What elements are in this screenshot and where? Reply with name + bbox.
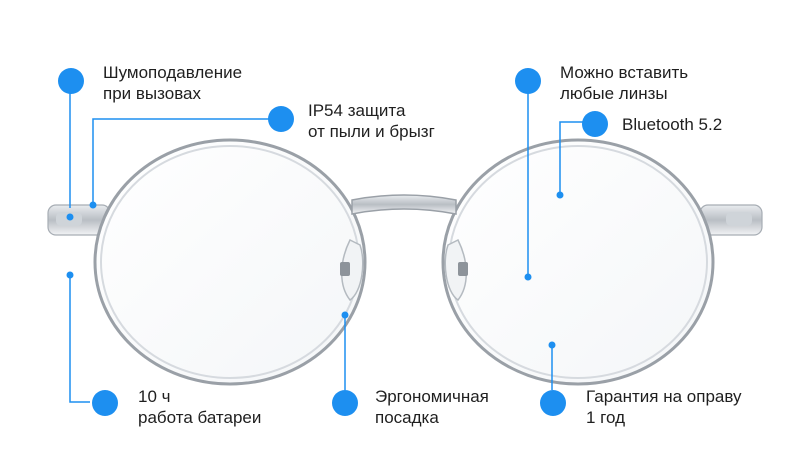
left-lens: [93, 138, 367, 386]
bridge: [351, 194, 457, 215]
feature-line: Шумоподавление: [103, 63, 243, 82]
right-temple: [699, 204, 763, 236]
feature-line: посадка: [375, 408, 439, 427]
lenses-marker: [515, 68, 541, 94]
feature-line: при вызовах: [103, 84, 201, 103]
feature-line: IP54 защита: [308, 101, 406, 120]
feature-line: Можно вставить: [560, 63, 689, 82]
warranty-marker: [540, 390, 566, 416]
feature-line: работа батареи: [138, 408, 262, 427]
ip54-marker: [268, 106, 294, 132]
feature-line: Эргономичная: [375, 387, 489, 406]
connector-lines: [69, 92, 585, 403]
right-lens: [441, 138, 715, 386]
feature-line: от пыли и брызг: [308, 122, 435, 141]
feature-warranty: Гарантия на оправу 1 год: [586, 386, 742, 428]
feature-bluetooth: Bluetooth 5.2: [622, 114, 722, 135]
nose-pads: [340, 238, 468, 302]
feature-battery: 10 ч работа батареи: [138, 386, 261, 428]
feature-line: 10 ч: [138, 387, 171, 406]
feature-noise-cancel: Шумоподавление при вызовах: [103, 62, 242, 104]
feature-line: любые линзы: [560, 84, 668, 103]
battery-marker: [92, 390, 118, 416]
feature-line: Bluetooth 5.2: [622, 115, 723, 134]
feature-ip54: IP54 защита от пыли и брызг: [308, 100, 435, 142]
feature-fit: Эргономичная посадка: [375, 386, 489, 428]
fit-marker: [332, 390, 358, 416]
noise-cancel-marker: [58, 68, 84, 94]
feature-line: 1 год: [586, 408, 626, 427]
feature-line: Гарантия на оправу: [586, 387, 742, 406]
anchor-dots: [66, 191, 564, 349]
bluetooth-marker: [582, 111, 608, 137]
feature-lenses: Можно вставить любые линзы: [560, 62, 688, 104]
